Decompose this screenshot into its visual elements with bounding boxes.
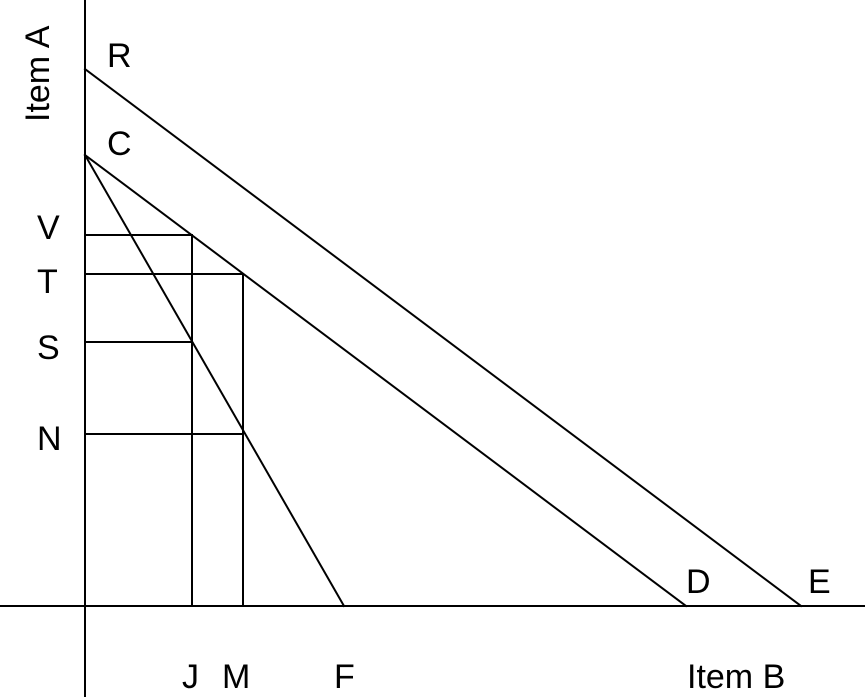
label-e: E [808,563,831,601]
label-v: V [37,209,60,247]
budget-line-r-e [83,67,803,608]
label-n: N [37,420,62,458]
vertical-axis-title: Item A [19,25,57,122]
label-t: T [37,263,58,301]
label-c: C [107,125,132,163]
label-d: D [686,563,711,601]
label-r: R [107,37,132,75]
label-j: J [182,658,199,696]
label-f: F [334,658,355,696]
label-m: M [222,658,250,696]
budget-line-c-f [83,153,346,608]
horizontal-axis-title: Item B [687,658,785,696]
budget-line-c-d [83,153,688,608]
label-s: S [37,329,60,367]
